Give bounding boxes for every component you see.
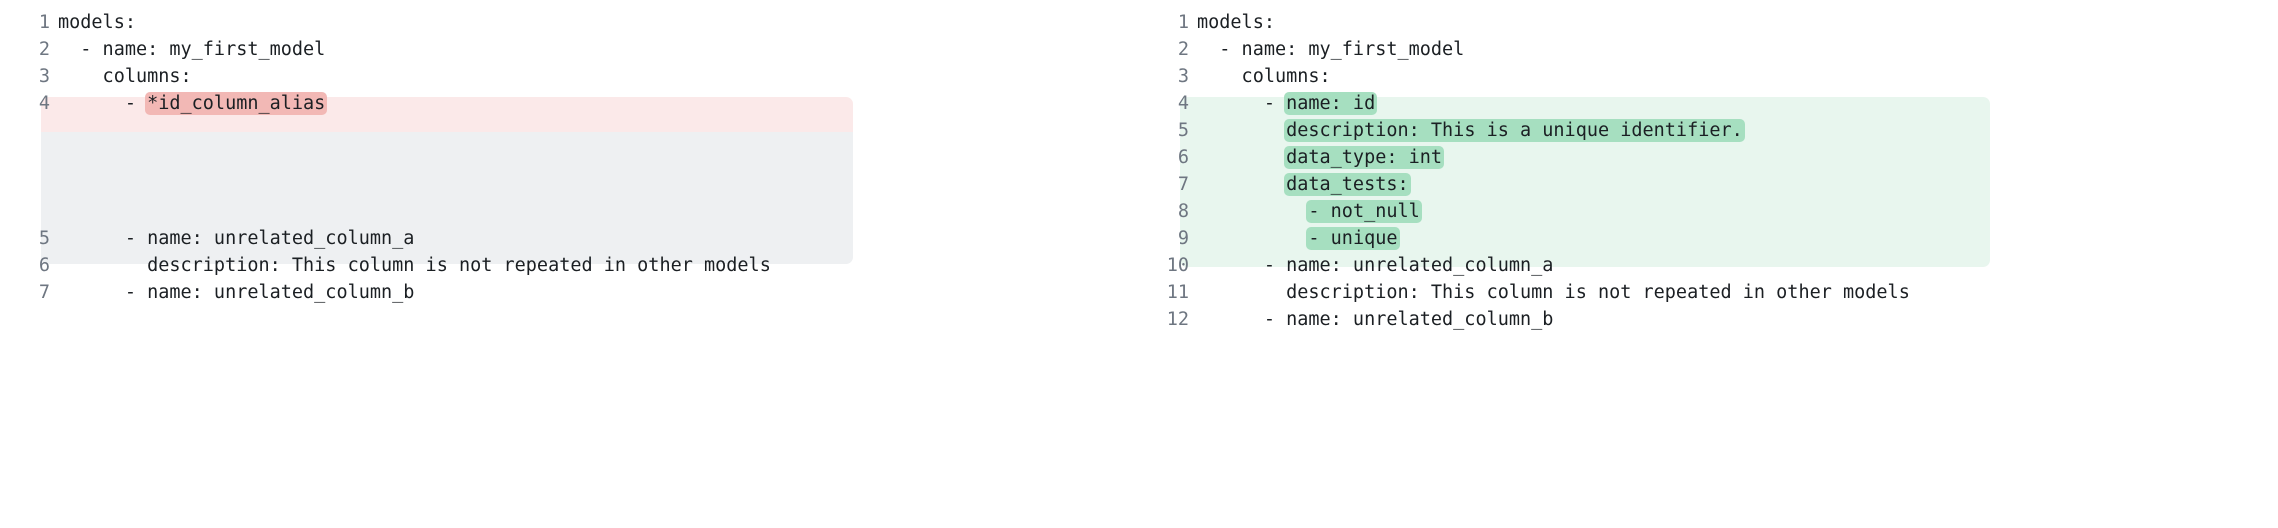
line-number: 12	[1166, 309, 1189, 330]
code-text: - *id_column_alias	[58, 90, 328, 117]
code-line-placeholder[interactable]	[14, 198, 1139, 225]
code-line[interactable]: 7 - name: unrelated_column_b	[14, 279, 1139, 306]
code-segment	[1197, 228, 1308, 249]
code-segment: columns:	[1197, 66, 1331, 87]
code-line[interactable]: 1 models:	[1153, 9, 2278, 36]
code-text: - name: my_first_model	[58, 36, 325, 63]
code-line-placeholder[interactable]	[14, 117, 1139, 144]
code-segment: - name: unrelated_column_b	[58, 282, 415, 303]
line-number: 9	[1177, 228, 1189, 249]
line-number: 6	[38, 255, 50, 276]
line-number: 4	[38, 93, 50, 114]
code-segment: - name: unrelated_column_a	[1197, 255, 1554, 276]
line-number: 7	[38, 282, 50, 303]
code-text: description: This is a unique identifier…	[1197, 117, 1745, 144]
code-line[interactable]: 5 - name: unrelated_column_a	[14, 225, 1139, 252]
code-line[interactable]: 6 data_type: int	[1153, 144, 2278, 171]
code-line[interactable]: 11 description: This column is not repea…	[1153, 279, 2278, 306]
added-word-highlight: - unique	[1306, 227, 1400, 250]
code-text: models:	[58, 9, 136, 36]
code-line[interactable]: 10 - name: unrelated_column_a	[1153, 252, 2278, 279]
code-segment: - name: my_first_model	[1197, 39, 1465, 60]
code-text: - name: my_first_model	[1197, 36, 1464, 63]
code-line[interactable]: 6 description: This column is not repeat…	[14, 252, 1139, 279]
code-segment: - name: unrelated_column_a	[58, 228, 415, 249]
code-line-placeholder[interactable]	[14, 171, 1139, 198]
code-text: models:	[1197, 9, 1275, 36]
code-segment	[1197, 120, 1286, 141]
code-segment	[1197, 174, 1286, 195]
line-number: 3	[38, 66, 50, 87]
line-number: 3	[1177, 66, 1189, 87]
code-line[interactable]: 12 - name: unrelated_column_b	[1153, 306, 2278, 333]
added-word-highlight: name: id	[1284, 92, 1378, 115]
code-line[interactable]: 4 - name: id	[1153, 90, 2278, 117]
line-number: 11	[1166, 282, 1189, 303]
code-segment: -	[58, 93, 148, 114]
deleted-word-highlight: *id_column_alias	[145, 92, 328, 115]
code-text: columns:	[58, 63, 192, 90]
added-word-highlight: - not_null	[1306, 200, 1422, 223]
code-text: - name: unrelated_column_b	[58, 279, 415, 306]
code-segment	[1197, 201, 1308, 222]
line-number: 1	[1177, 12, 1189, 33]
code-text: - name: unrelated_column_a	[1197, 252, 1554, 279]
code-line-placeholder[interactable]	[14, 144, 1139, 171]
code-text: - name: unrelated_column_b	[1197, 306, 1554, 333]
code-segment: columns:	[58, 66, 192, 87]
code-text: data_type: int	[1197, 144, 1445, 171]
line-number: 2	[1177, 39, 1189, 60]
code-text: description: This column is not repeated…	[58, 252, 771, 279]
added-word-highlight: data_type: int	[1284, 146, 1445, 169]
code-segment: description: This column is not repeated…	[1197, 282, 1910, 303]
code-segment: description: This column is not repeated…	[58, 255, 771, 276]
code-line[interactable]: 3 columns:	[14, 63, 1139, 90]
code-segment: - name: my_first_model	[58, 39, 326, 60]
code-line[interactable]: 9 - unique	[1153, 225, 2278, 252]
code-segment: - name: unrelated_column_b	[1197, 309, 1554, 330]
code-line[interactable]: 3 columns:	[1153, 63, 2278, 90]
code-segment: models:	[58, 12, 136, 33]
line-number: 6	[1177, 147, 1189, 168]
line-number: 1	[38, 12, 50, 33]
line-number: 4	[1177, 93, 1189, 114]
placeholder-block	[41, 132, 853, 264]
code-line[interactable]: 1 models:	[14, 9, 1139, 36]
code-segment: -	[1197, 93, 1287, 114]
line-number: 7	[1177, 174, 1189, 195]
code-text: data_tests:	[1197, 171, 1411, 198]
added-word-highlight: data_tests:	[1284, 173, 1411, 196]
code-line[interactable]: 4 - *id_column_alias	[14, 90, 1139, 117]
line-number: 5	[38, 228, 50, 249]
code-text: - unique	[1197, 225, 1400, 252]
line-number: 2	[38, 39, 50, 60]
line-number: 8	[1177, 201, 1189, 222]
line-number: 5	[1177, 120, 1189, 141]
code-line[interactable]: 8 - not_null	[1153, 198, 2278, 225]
code-line[interactable]: 2 - name: my_first_model	[1153, 36, 2278, 63]
code-text: - name: id	[1197, 90, 1378, 117]
code-line[interactable]: 2 - name: my_first_model	[14, 36, 1139, 63]
code-text: - not_null	[1197, 198, 1422, 225]
code-text: description: This column is not repeated…	[1197, 279, 1910, 306]
code-line[interactable]: 7 data_tests:	[1153, 171, 2278, 198]
code-text: - name: unrelated_column_a	[58, 225, 415, 252]
code-line[interactable]: 5 description: This is a unique identifi…	[1153, 117, 2278, 144]
code-segment: models:	[1197, 12, 1275, 33]
code-text: columns:	[1197, 63, 1331, 90]
added-word-highlight: description: This is a unique identifier…	[1284, 119, 1745, 142]
code-segment	[1197, 147, 1286, 168]
line-number: 10	[1166, 255, 1189, 276]
